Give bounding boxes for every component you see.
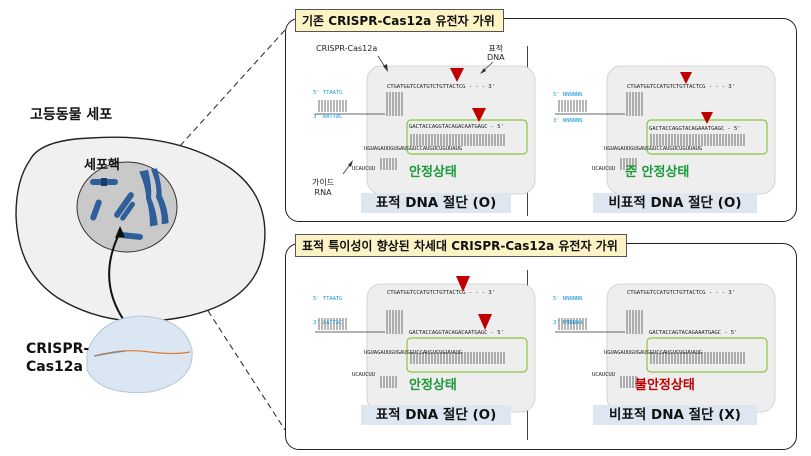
cut-marker-bottom [701, 112, 713, 124]
chromosome-3 [114, 192, 135, 221]
tr-state: 준 안정상태 [625, 165, 690, 180]
bl-outcome: 표적 DNA 절단 (O) [361, 405, 511, 425]
enzyme-label-line1: CRISPR- [26, 341, 90, 357]
target-dna-line2: DNA [487, 53, 505, 62]
delivery-arrow [108, 231, 126, 323]
bl-state: 안정상태 [409, 378, 457, 393]
guide-rna-line2: RNA [314, 188, 332, 197]
tr-seq-loop: UCAUCUU [592, 166, 615, 172]
br-seq-top: CTGATGGTCCATGTCTGTTACTCG - - - 3' [627, 290, 735, 296]
bl-seq-rna: UGUAGAUUGUGAUGGUCCAUGUCUGUUAUG [364, 350, 463, 356]
br-seq-5prime: 5' NNNNNN [553, 296, 583, 302]
chromosome-5 [119, 232, 143, 240]
enzyme-label: CRISPR- Cas12a [26, 340, 89, 376]
tr-seq-5prime: 5' NNNNNN [553, 92, 583, 98]
target-dna-annotation: 표적 DNA [487, 44, 505, 62]
br-seq-rna: UGUAGAUUGUGAUGGUCCAUGUCUGUUAUG [604, 350, 703, 356]
bl-seq-3prime: 3' AATTAC [313, 320, 343, 326]
zoom-line-top [159, 29, 286, 169]
tr-seq-top: CTGATGGTCCATGTCTGTTACTCG - - - 3' [627, 84, 735, 90]
cut-marker-bottom [472, 108, 486, 122]
cut-marker-top [456, 276, 470, 292]
tl-seq-3prime: 3' AATTAC [313, 114, 343, 120]
tr-seq-middle: GACTACCAGGTACAGAAATGAGC - 5' [649, 126, 741, 132]
tl-seq-5prime: 5' TTAATG [313, 90, 343, 96]
delivery-arrow-head [115, 226, 125, 238]
tl-seq-rna: UGUAGAUUGUGAUGGUCCAUGUCUGUUAUG [364, 146, 463, 152]
guide-rna-line1: 가이드 [312, 178, 335, 187]
bl-seq-top: CTGATGGTCCATGTCTGTTACTCG - - - 3' [387, 290, 495, 296]
cas12a-protein [86, 315, 193, 394]
tr-outcome: 비표적 DNA 절단 (O) [593, 193, 757, 213]
enzyme-label-line2: Cas12a [26, 359, 83, 375]
tl-seq-middle: GACTACCAGGTACAGACAATGAGC - 5' [409, 124, 504, 130]
br-seq-middle: GACTACCAGTACAGAAATGAGC - 5' [649, 330, 738, 336]
br-state: 불안정상태 [635, 378, 695, 393]
bl-seq-loop: UCAUCUU [352, 372, 375, 378]
nucleus-label: 세포핵 [84, 158, 120, 173]
tl-outcome: 표적 DNA 절단 (O) [361, 193, 511, 213]
tr-seq-rna: UGUAGAUUGUGAUGGUCCAUGUCUGUUAUG [604, 146, 703, 152]
tl-seq-top: CTGATGGTCCATGTCTGTTACTCG - - - 3' [387, 84, 495, 90]
tl-seq-loop: UCAUCUU [352, 166, 375, 172]
bl-seq-middle: GACTACCAGGTACAGACAATGAGC - 5' [409, 330, 504, 336]
guide-rna-annotation: 가이드 RNA [312, 178, 334, 198]
chromosome-4 [139, 168, 169, 227]
cut-marker-top [450, 68, 464, 82]
tl-state: 안정상태 [409, 165, 457, 180]
br-outcome: 비표적 DNA 절단 (X) [593, 405, 757, 425]
bl-seq-5prime: 5' TTAATG [313, 296, 343, 302]
br-seq-loop: UCAUCUU [592, 372, 615, 378]
br-seq-3prime: 3' NNNNNN [553, 320, 583, 326]
bottom-panel-title: 표적 특이성이 향상된 차세대 CRISPR-Cas12a 유전자 가위 [295, 234, 627, 257]
chromosomes [90, 168, 169, 240]
cut-marker-bottom [478, 314, 492, 330]
cell-label: 고등동물 세포 [30, 107, 113, 123]
chromosome-2 [90, 199, 102, 221]
top-panel-title: 기존 CRISPR-Cas12a 유전자 가위 [295, 9, 504, 32]
target-dna-line1: 표적 [488, 44, 504, 53]
tr-seq-3prime: 3' NNNNNN [553, 118, 583, 124]
crispr-cas12a-annotation: CRISPR-Cas12a [316, 44, 378, 53]
chromosome-1 [90, 178, 118, 186]
cut-marker-top [680, 72, 692, 84]
